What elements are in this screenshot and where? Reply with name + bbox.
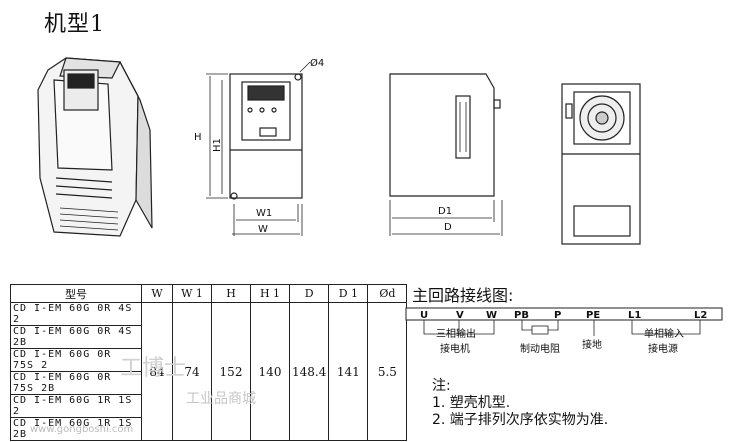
terminal-u: U bbox=[420, 310, 428, 321]
side-view bbox=[389, 73, 503, 236]
note-item: 2. 端子排列次序依实物为准. bbox=[432, 412, 609, 428]
isometric-view bbox=[37, 57, 153, 237]
wiring-diagram: U V W PB P PE L1 L2 三相输出 接电机 制动电阻 接地 单相输… bbox=[405, 307, 723, 355]
header-h1: H 1 bbox=[250, 284, 290, 303]
terminal-pe: PE bbox=[586, 310, 600, 321]
dim-w1: W1 bbox=[256, 208, 272, 219]
header-d: D bbox=[288, 284, 330, 303]
watermark-url: www.gongboshi.com bbox=[30, 424, 134, 435]
header-model: 型号 bbox=[10, 284, 142, 303]
header-phi-d: Ød bbox=[367, 284, 408, 303]
terminal-l1: L1 bbox=[628, 310, 641, 321]
value-h1: 140 bbox=[250, 302, 290, 441]
front-view bbox=[206, 61, 311, 236]
dim-h: H bbox=[194, 132, 202, 143]
watermark-logo: 工博士 bbox=[120, 356, 187, 381]
rear-view bbox=[561, 83, 641, 245]
label-single-phase: 单相输入 bbox=[644, 327, 684, 340]
header-d1: D 1 bbox=[328, 284, 369, 303]
terminal-pb: PB bbox=[514, 310, 529, 321]
value-phi-d: 5.5 bbox=[367, 302, 408, 441]
note-item: 1. 塑壳机型. bbox=[432, 395, 511, 411]
terminal-l2: L2 bbox=[694, 310, 707, 321]
page-title: 机型1 bbox=[44, 12, 105, 37]
model-cell: CD I-EM 60G 1R 1S 2 bbox=[10, 394, 142, 418]
watermark-shop: 工业品商城 bbox=[186, 391, 256, 407]
label-motor: 接电机 bbox=[440, 342, 470, 355]
terminal-w: W bbox=[486, 310, 497, 321]
label-power: 接电源 bbox=[648, 342, 678, 355]
dim-h1: H1 bbox=[212, 138, 223, 152]
label-three-phase: 三相输出 bbox=[436, 327, 476, 340]
spec-table: 型号 W W 1 H H 1 D D 1 Ød CD I-EM 60G 0R 4… bbox=[10, 284, 408, 441]
notes: 注: 1. 塑壳机型. 2. 端子排列次序依实物为准. bbox=[432, 378, 608, 429]
label-brake: 制动电阻 bbox=[520, 342, 560, 355]
dim-d: D bbox=[444, 222, 452, 233]
terminal-v: V bbox=[456, 310, 464, 321]
dim-w: W bbox=[258, 224, 268, 235]
value-h: 152 bbox=[211, 302, 251, 441]
dim-hole: Ø4 bbox=[310, 57, 324, 69]
notes-heading: 注: bbox=[432, 378, 451, 394]
value-d1: 141 bbox=[328, 302, 369, 441]
header-h: H bbox=[211, 284, 251, 303]
terminal-p: P bbox=[554, 310, 561, 321]
model-cell: CD I-EM 60G 0R 75S 2 bbox=[10, 348, 142, 372]
header-w: W bbox=[141, 284, 173, 303]
model-cell: CD I-EM 60G 0R 4S 2B bbox=[10, 325, 142, 349]
model-cell: CD I-EM 60G 1R 1S 2B bbox=[10, 417, 142, 441]
header-w1: W 1 bbox=[172, 284, 212, 303]
wiring-title: 主回路接线图: bbox=[412, 286, 514, 305]
model-cell: CD I-EM 60G 0R 75S 2B bbox=[10, 371, 142, 395]
dim-d1: D1 bbox=[438, 206, 452, 217]
model-cell: CD I-EM 60G 0R 4S 2 bbox=[10, 302, 142, 326]
dimension-drawings: H H1 W1 W Ø4 D1 D bbox=[37, 57, 641, 245]
value-d: 148.4 bbox=[288, 302, 330, 441]
label-ground: 接地 bbox=[582, 338, 602, 351]
